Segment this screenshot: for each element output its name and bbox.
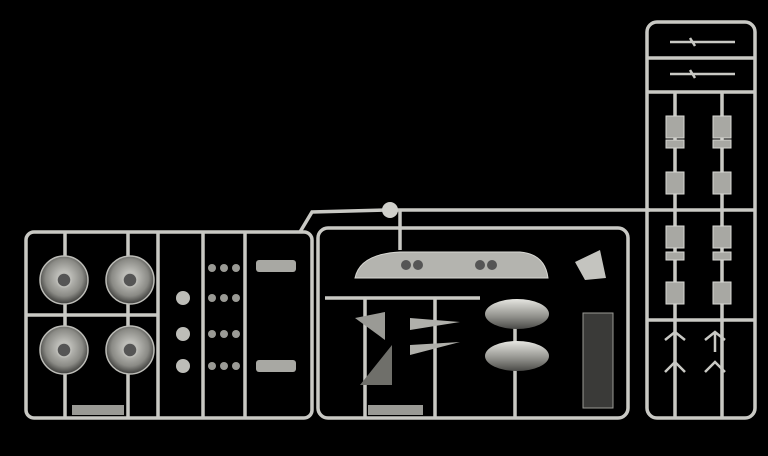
right-small-parts [664, 37, 735, 373]
drop-tank [485, 299, 549, 329]
wheels [39, 255, 155, 375]
small-parts-left [72, 260, 296, 415]
drop-tank [485, 341, 549, 371]
sprue-hub [382, 202, 398, 218]
middle-parts [354, 250, 614, 415]
middle-sprue-frame [316, 208, 650, 420]
track-blocks [665, 115, 732, 305]
